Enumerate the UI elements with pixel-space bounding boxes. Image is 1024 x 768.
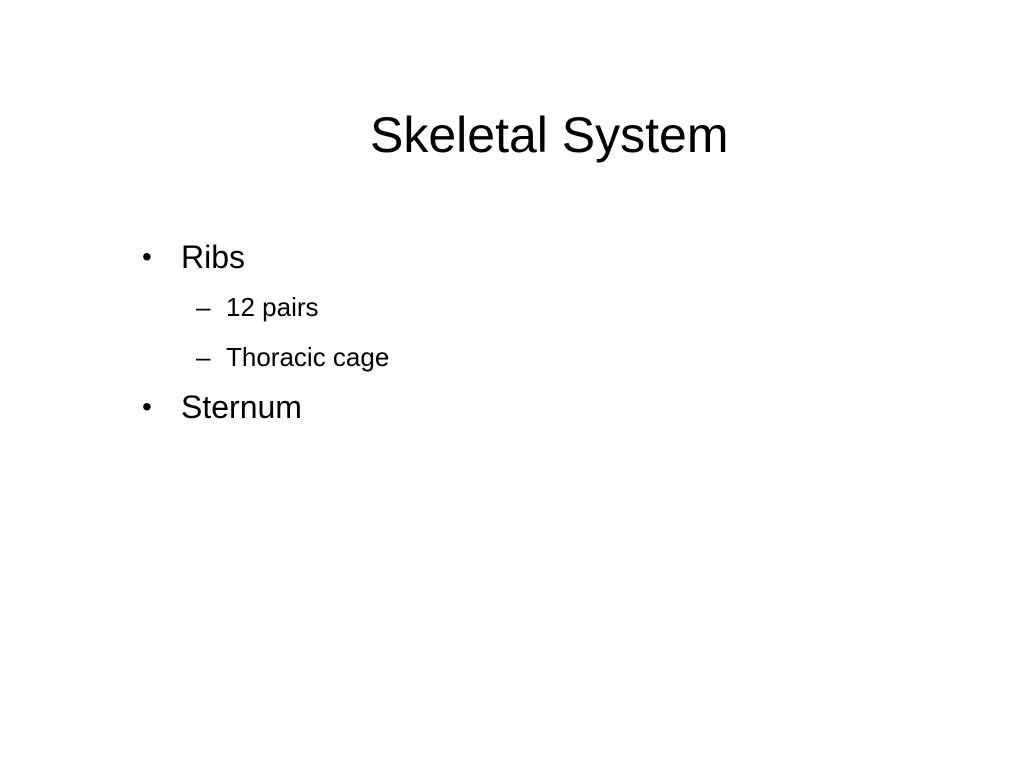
sub-bullet-text: 12 pairs <box>226 292 319 322</box>
sub-bullet-marker: – <box>196 342 211 372</box>
sub-bullet-marker: – <box>196 292 211 322</box>
slide-title: Skeletal System <box>370 107 729 163</box>
sub-bullet-text: Thoracic cage <box>226 342 390 372</box>
bullet-marker: • <box>142 241 152 272</box>
bullet-text: Sternum <box>181 389 302 425</box>
bullet-text: Ribs <box>181 239 246 275</box>
bullet-marker: • <box>142 391 152 422</box>
